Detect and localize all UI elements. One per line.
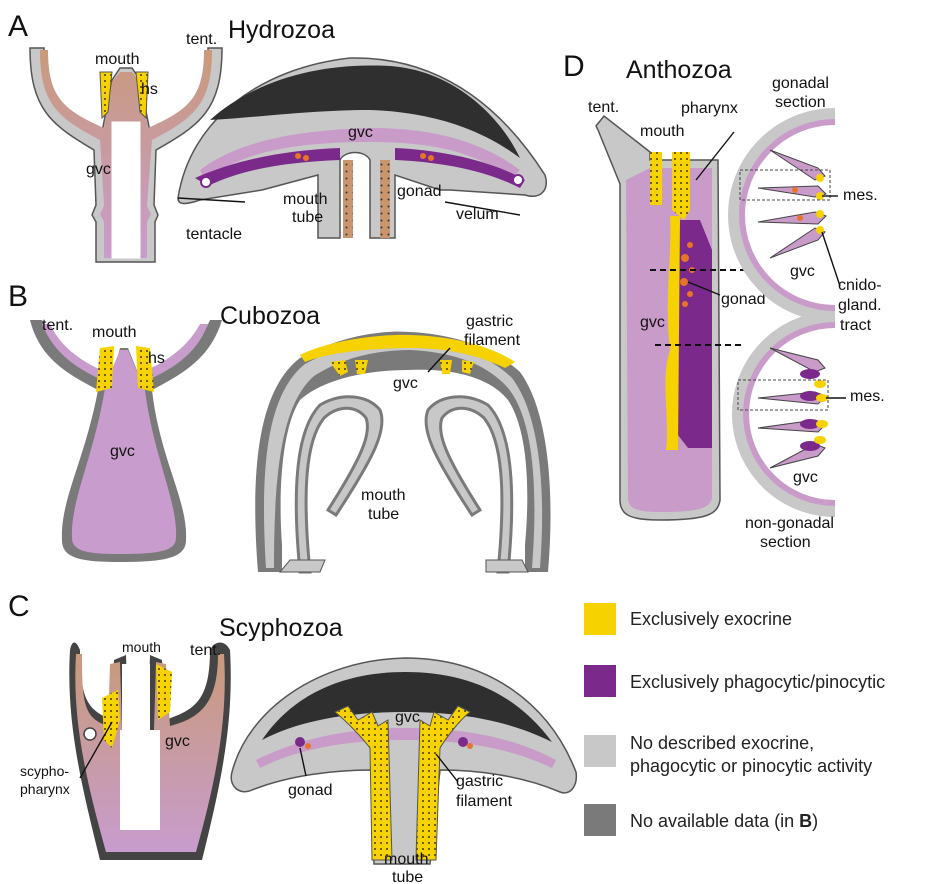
- panel-b: B Cubozoa tent. mouth hs gvc gastric fil…: [8, 280, 551, 572]
- label-c-gastric-1: gastric: [456, 773, 503, 790]
- label-d-tent: tent.: [588, 99, 619, 116]
- label-d-gonadal-2: section: [775, 94, 826, 111]
- label-a-gvc-medusa: gvc: [348, 124, 373, 141]
- legend-label-phagocytic: Exclusively phagocytic/pinocytic: [630, 672, 885, 692]
- legend-swatch-no-activity: [584, 735, 616, 767]
- label-b-gvc-polyp: gvc: [110, 443, 135, 460]
- panel-letter-a: A: [8, 10, 28, 43]
- legend-label-no-data-suffix: ): [812, 811, 818, 831]
- label-d-cnido-1: cnido-: [838, 277, 882, 294]
- label-d-gonadal-1: gonadal: [772, 75, 829, 92]
- label-d-mouth: mouth: [640, 123, 684, 140]
- legend-label-no-activity-2: phagocytic or pinocytic activity: [630, 756, 872, 776]
- legend-swatch-no-data: [584, 804, 616, 836]
- label-b-mouth-tube-2: tube: [368, 506, 399, 523]
- label-b-mouth: mouth: [92, 324, 136, 341]
- label-c-gonad: gonad: [288, 782, 333, 799]
- gonadal-section: [735, 115, 835, 315]
- panel-a-title: Hydrozoa: [228, 16, 335, 44]
- label-c-mouth-tube-2: tube: [392, 869, 423, 884]
- label-b-hs: hs: [148, 350, 165, 367]
- label-c-mouth: mouth: [122, 639, 161, 655]
- label-c-mouth-tube-1: mouth: [384, 851, 428, 868]
- label-d-gvc-body: gvc: [640, 314, 665, 331]
- label-a-gonad: gonad: [397, 183, 442, 200]
- panel-d: D Anthozoa tent. mouth pharynx gvc gonad: [563, 50, 885, 551]
- label-a-mouth-tube-1: mouth: [283, 191, 327, 208]
- label-d-cnido-2: gland.: [838, 297, 882, 314]
- label-c-scypho-1: scypho-: [20, 763, 69, 779]
- panel-letter-d: D: [563, 50, 585, 83]
- label-d-gvc-section-1: gvc: [790, 263, 815, 280]
- cubozoa-polyp: [30, 320, 222, 562]
- panel-d-title: Anthozoa: [626, 56, 732, 84]
- label-b-gastric-1: gastric: [466, 313, 513, 330]
- legend-swatch-exocrine: [584, 603, 616, 635]
- label-b-gvc-medusa: gvc: [393, 375, 418, 392]
- label-d-nongonadal-1: non-gonadal: [745, 515, 834, 532]
- scyphozoa-medusa: [231, 658, 576, 864]
- label-a-mouth-tube-2: tube: [292, 209, 323, 226]
- cubozoa-medusa: [255, 332, 550, 572]
- panel-letter-b: B: [8, 280, 28, 313]
- label-d-nongonadal-2: section: [760, 534, 811, 551]
- label-a-hs: hs: [141, 81, 158, 98]
- panel-b-title: Cubozoa: [220, 302, 320, 330]
- legend-label-no-data-bold: B: [799, 811, 812, 831]
- label-d-cnido-3: tract: [840, 317, 872, 334]
- panel-letter-c: C: [8, 590, 30, 623]
- label-c-scypho-2: pharynx: [20, 781, 70, 797]
- label-a-tent: tent.: [186, 31, 217, 48]
- legend-label-exocrine: Exclusively exocrine: [630, 609, 792, 629]
- panel-c-title: Scyphozoa: [219, 614, 343, 642]
- legend-swatch-phagocytic: [584, 665, 616, 697]
- legend: Exclusively exocrine Exclusively phagocy…: [584, 603, 885, 836]
- label-b-gastric-2: filament: [464, 332, 521, 349]
- label-c-tent: tent.: [190, 642, 221, 659]
- label-d-pharynx: pharynx: [681, 100, 738, 117]
- label-a-velum: velum: [456, 206, 499, 223]
- legend-label-no-data-prefix: No available data (in: [630, 811, 799, 831]
- label-a-mouth: mouth: [95, 51, 139, 68]
- panel-a: A Hydrozoa tent. mouth hs gvc: [8, 10, 546, 262]
- label-b-mouth-tube-1: mouth: [361, 487, 405, 504]
- label-d-mes-2: mes.: [850, 388, 885, 405]
- label-a-gvc-polyp: gvc: [86, 161, 111, 178]
- panel-c: C Scyphozoa tent. mouth gvc scypho- phar…: [8, 590, 576, 884]
- label-d-mes-1: mes.: [843, 187, 878, 204]
- label-b-tent: tent.: [42, 317, 73, 334]
- label-c-gastric-2: filament: [456, 793, 513, 810]
- scyphozoa-polyp: [69, 643, 230, 861]
- label-d-gonad: gonad: [721, 291, 766, 308]
- legend-label-no-data: No available data (in B): [630, 811, 818, 831]
- label-c-gvc-polyp: gvc: [165, 733, 190, 750]
- label-d-gvc-section-2: gvc: [793, 469, 818, 486]
- legend-label-no-activity-1: No described exocrine,: [630, 733, 814, 753]
- nongonadal-section: [738, 318, 835, 510]
- label-c-gvc-medusa: gvc: [395, 709, 420, 726]
- label-a-tentacle: tentacle: [186, 226, 242, 243]
